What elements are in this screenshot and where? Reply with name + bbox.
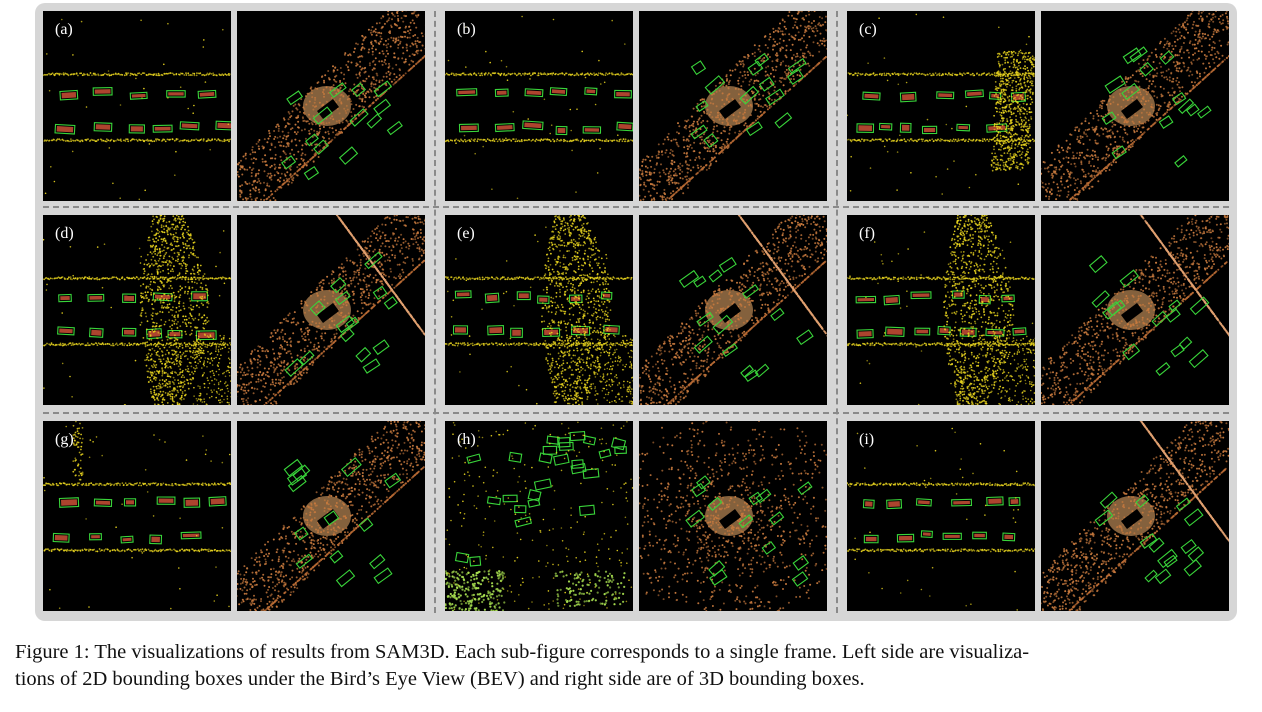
bev-panel: (f) xyxy=(847,215,1035,405)
column-divider xyxy=(836,11,838,613)
view3d-panel xyxy=(1041,421,1229,611)
bev-panel: (a) xyxy=(43,11,231,201)
bev-panel: (i) xyxy=(847,421,1035,611)
subfigure-label: (h) xyxy=(457,431,476,449)
bev-panel: (d) xyxy=(43,215,231,405)
bev-panel: (e) xyxy=(445,215,633,405)
subfigure-label: (d) xyxy=(55,225,74,243)
bev-panel: (b) xyxy=(445,11,633,201)
view3d-panel xyxy=(237,421,425,611)
bev-panel: (c) xyxy=(847,11,1035,201)
subfigure-label: (f) xyxy=(859,225,875,243)
caption-line-1: Figure 1: The visualizations of results … xyxy=(15,639,1255,666)
subfigure-label: (a) xyxy=(55,21,73,39)
view3d-panel xyxy=(1041,11,1229,201)
caption-line-2: tions of 2D bounding boxes under the Bir… xyxy=(15,666,1255,693)
view3d-panel xyxy=(1041,215,1229,405)
bev-panel: (g) xyxy=(43,421,231,611)
column-divider xyxy=(434,11,436,613)
figure-caption: Figure 1: The visualizations of results … xyxy=(15,639,1255,693)
bev-panel: (h) xyxy=(445,421,633,611)
view3d-panel xyxy=(639,11,827,201)
view3d-panel xyxy=(639,421,827,611)
subfigure-label: (i) xyxy=(859,431,874,449)
view3d-panel xyxy=(237,11,425,201)
subfigure-label: (e) xyxy=(457,225,475,243)
row-divider xyxy=(43,412,1229,414)
row-divider xyxy=(43,206,1229,208)
subfigure-label: (g) xyxy=(55,431,74,449)
view3d-panel xyxy=(237,215,425,405)
view3d-panel xyxy=(639,215,827,405)
subfigure-label: (c) xyxy=(859,21,877,39)
subfigure-label: (b) xyxy=(457,21,476,39)
figure-frame: (a) (b) (c) (d) (e) (f) (g) (h) (i) xyxy=(35,3,1237,621)
